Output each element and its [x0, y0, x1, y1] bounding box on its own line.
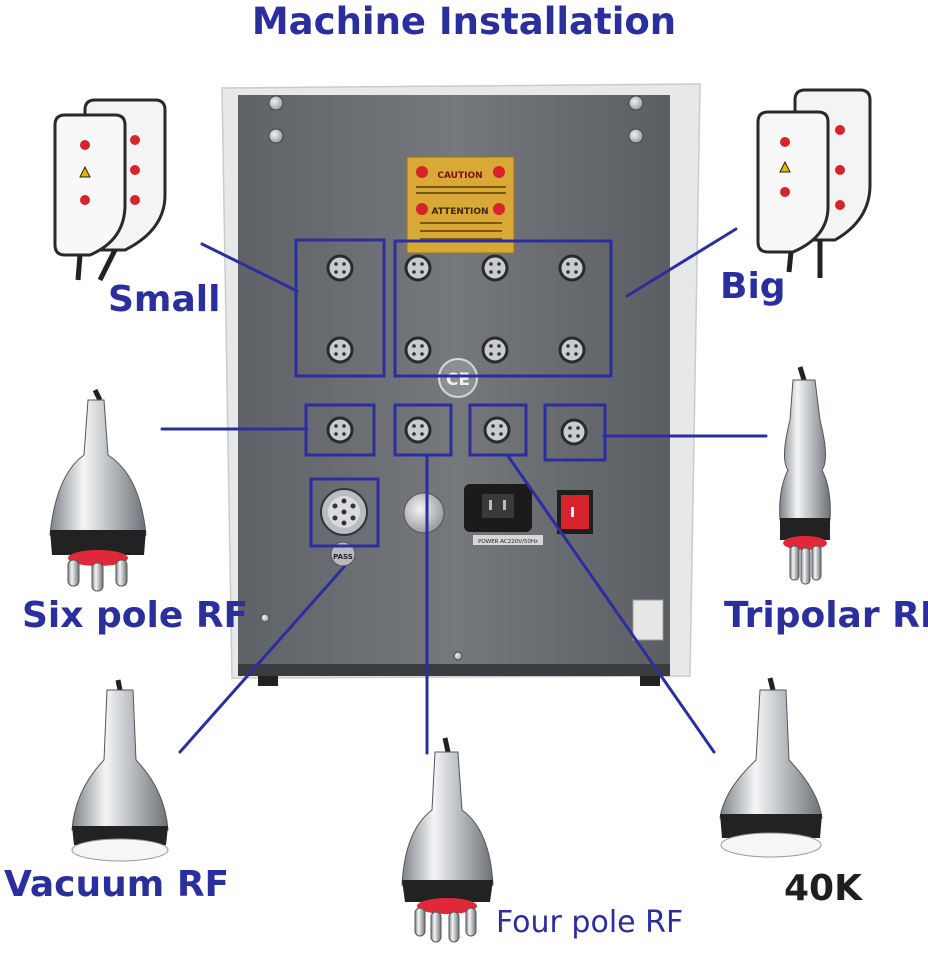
port-pin	[420, 432, 424, 436]
adjust-knob	[403, 492, 445, 534]
label-vacuum-rf: Vacuum RF	[4, 864, 230, 905]
power-inlet	[464, 484, 543, 545]
port-pin	[342, 352, 346, 356]
four-pole-rf-handpiece	[401, 737, 494, 943]
aviation-port	[404, 416, 432, 444]
connector-ports	[326, 254, 588, 446]
caution-plate	[406, 156, 515, 254]
aviation-port	[326, 416, 354, 444]
label-40k: 40K	[784, 868, 862, 909]
port-pin	[334, 424, 338, 428]
pass-text: PASS	[333, 553, 353, 561]
aviation-port	[558, 254, 586, 282]
label-four-pole-rf: Four pole RF	[496, 905, 684, 940]
page-title: Machine Installation	[251, 0, 677, 43]
port-pin	[412, 432, 416, 436]
port-pin	[420, 424, 424, 428]
port-pin	[334, 352, 338, 356]
port-pin	[342, 270, 346, 274]
port-pin	[497, 270, 501, 274]
port-pin	[342, 432, 346, 436]
port-pin	[497, 352, 501, 356]
port-pin	[576, 434, 580, 438]
port-pin	[566, 262, 570, 266]
port-pin	[342, 262, 346, 266]
label-small: Small	[108, 279, 221, 320]
aviation-port	[481, 336, 509, 364]
big-electrode-pads	[756, 88, 872, 278]
label-six-pole-rf: Six pole RF	[22, 595, 249, 636]
caution-text: CAUTION	[437, 171, 482, 181]
small-electrode-pads	[53, 98, 167, 282]
port-pin	[489, 270, 493, 274]
port-pin	[491, 424, 495, 428]
port-pin	[499, 424, 503, 428]
port-pin	[566, 344, 570, 348]
label-big: Big	[720, 266, 786, 307]
port-pin	[566, 270, 570, 274]
port-pin	[499, 432, 503, 436]
power-switch	[557, 490, 593, 534]
port-pin	[334, 270, 338, 274]
port-pin	[420, 270, 424, 274]
power-rating-text: POWER AC220V/50Hz	[478, 539, 538, 545]
port-pin	[574, 352, 578, 356]
port-pin	[412, 424, 416, 428]
tripolar-rf-handpiece	[779, 366, 831, 585]
port-pin	[576, 426, 580, 430]
port-pin	[420, 344, 424, 348]
rating-label-sticker	[632, 599, 664, 641]
port-pin	[489, 352, 493, 356]
port-pin	[412, 262, 416, 266]
ce-mark: CE	[446, 370, 470, 390]
port-pin	[568, 426, 572, 430]
aviation-port	[558, 336, 586, 364]
port-pin	[420, 352, 424, 356]
port-pin	[574, 344, 578, 348]
six-pole-rf-handpiece	[49, 388, 147, 592]
port-pin	[568, 434, 572, 438]
port-pin	[412, 270, 416, 274]
ce-badge	[438, 358, 478, 398]
port-pin	[574, 270, 578, 274]
aviation-port	[326, 336, 354, 364]
aviation-port	[326, 254, 354, 282]
port-pin	[334, 344, 338, 348]
port-pin	[497, 344, 501, 348]
label-tripolar-rf: Tripolar RF	[724, 595, 928, 636]
port-pin	[412, 344, 416, 348]
attention-text: ATTENTION	[431, 207, 488, 217]
aviation-port	[560, 418, 588, 446]
port-pin	[574, 262, 578, 266]
aviation-port	[483, 416, 511, 444]
forty-k-cavitation-handpiece	[719, 677, 823, 858]
aviation-port	[404, 336, 432, 364]
vacuum-rf-handpiece	[71, 679, 169, 862]
port-pin	[489, 262, 493, 266]
port-pin	[334, 262, 338, 266]
aviation-port	[404, 254, 432, 282]
aviation-port	[481, 254, 509, 282]
port-pin	[412, 352, 416, 356]
port-pin	[334, 432, 338, 436]
port-pin	[342, 424, 346, 428]
port-pin	[342, 344, 346, 348]
port-pin	[420, 262, 424, 266]
port-pin	[489, 344, 493, 348]
port-pin	[491, 432, 495, 436]
connector-lines	[160, 227, 768, 755]
eight-pin-socket	[320, 488, 368, 536]
port-pin	[566, 352, 570, 356]
port-pin	[497, 262, 501, 266]
